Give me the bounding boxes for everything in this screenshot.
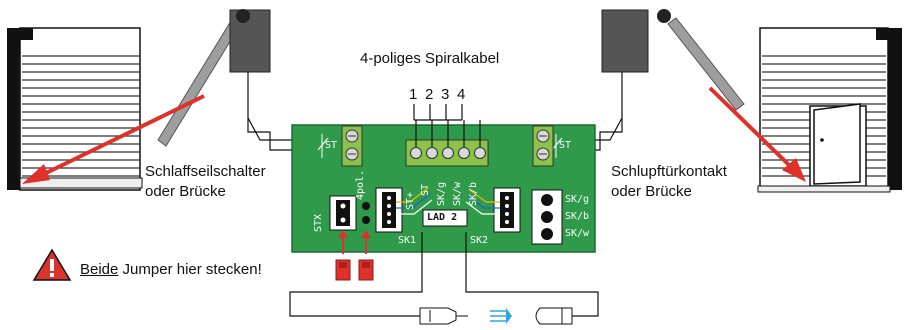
- terminal-spiral-cable: [405, 139, 489, 167]
- jumper-pins-4pol: [362, 202, 370, 224]
- terminal-right: [532, 125, 554, 167]
- jumper-header-stx: [329, 195, 357, 231]
- left-switch-label-line1: Schlaffseilschalter: [145, 163, 266, 180]
- lower-cable: [289, 232, 599, 317]
- plug-right: [535, 307, 573, 325]
- board-sk1-label: SK1: [398, 235, 417, 246]
- insert-arrows: [490, 308, 512, 324]
- sk1-pin-skg: SK/g: [436, 181, 447, 206]
- left-switch-label-line2: oder Brücke: [145, 183, 226, 200]
- board-4pol-label: 4pol.: [355, 169, 366, 200]
- sk1-pin-skw: SK/w: [452, 181, 463, 206]
- jumper-note-rest: Jumper hier stecken!: [118, 261, 262, 278]
- board-sk2-label: SK2: [470, 235, 489, 246]
- connector-sk2: [493, 187, 521, 233]
- right-pin-skb: SK/b: [565, 211, 590, 222]
- jumper-plugs: [335, 230, 374, 281]
- sk1-pin-stplus: ST+: [405, 191, 416, 210]
- right-switch-label-line1: Schlupftürkontakt: [611, 163, 727, 180]
- lad2-box: [422, 209, 468, 227]
- right-pin-skw: SK/w: [565, 228, 590, 239]
- terminal-left: [341, 125, 363, 167]
- right-pin-block: [531, 189, 563, 245]
- red-arrows: [22, 86, 806, 184]
- colored-wires: [396, 187, 500, 215]
- right-pin-skg: SK/g: [565, 194, 590, 205]
- terminal-number-3: 3: [441, 86, 450, 103]
- connector-sk1: [375, 187, 403, 233]
- right-opener: [601, 9, 745, 118]
- terminal-number-2: 2: [425, 86, 434, 103]
- plug-left: [419, 307, 468, 325]
- warning-icon: [32, 248, 72, 281]
- sk1-pin-st: ST: [420, 183, 431, 196]
- left-opener: [157, 9, 271, 147]
- left-garage-door: [7, 27, 143, 191]
- sk1-pin-skb: SK/b: [468, 181, 479, 206]
- right-garage-door: [757, 27, 902, 193]
- terminal-number-4: 4: [457, 86, 466, 103]
- terminal-number-1: 1: [409, 86, 418, 103]
- jumper-note-emphasis: Beide: [80, 261, 119, 278]
- board-st-right: ST: [559, 140, 572, 151]
- spiral-cable-title: 4-poliges Spiralkabel: [360, 50, 500, 67]
- board-name: LAD 2: [427, 212, 458, 223]
- board-stx-label: STX: [313, 213, 324, 232]
- spiral-cable-wires: [413, 104, 481, 147]
- board-st-left: ST: [325, 140, 338, 151]
- right-switch-label-line2: oder Brücke: [611, 183, 692, 200]
- jumper-note: Beide Jumper hier stecken!: [80, 261, 262, 278]
